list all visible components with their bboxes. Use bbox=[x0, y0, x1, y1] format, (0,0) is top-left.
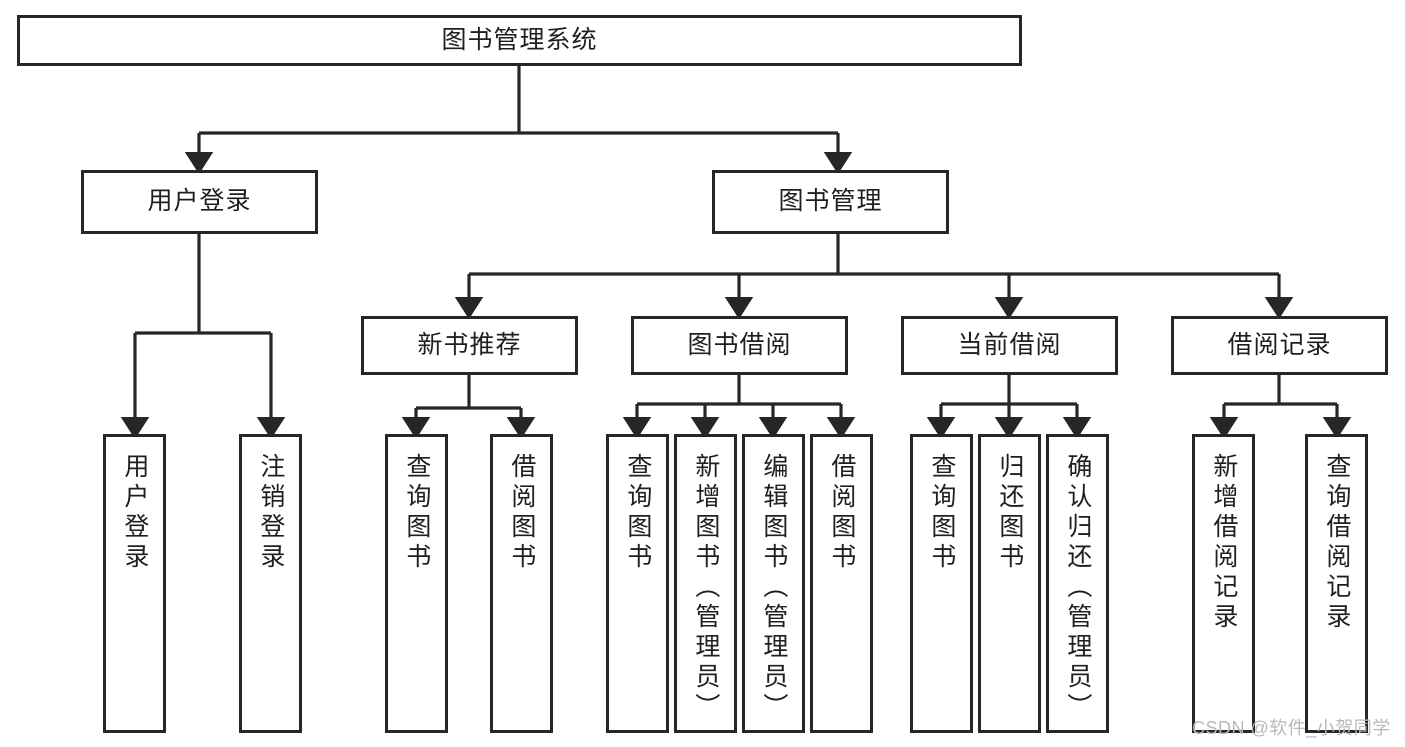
node-label: 借阅记录 bbox=[1227, 330, 1332, 359]
leaf-current-borrow-return-books[interactable]: 归还图书 bbox=[978, 434, 1041, 733]
leaf-book-borrow-borrow-books[interactable]: 借阅图书 bbox=[810, 434, 873, 733]
leaf-book-borrow-query-books[interactable]: 查询图书 bbox=[606, 434, 669, 733]
leaf-book-borrow-add-book-admin[interactable]: 新增图书（管理员） bbox=[674, 434, 737, 733]
node-label: 查询图书 bbox=[623, 453, 652, 573]
node-label: 图书管理 bbox=[778, 187, 883, 216]
leaf-new-book-query-books[interactable]: 查询图书 bbox=[385, 434, 448, 733]
node-label: 确认归还（管理员） bbox=[1063, 453, 1092, 723]
node-label: 用户登录 bbox=[120, 453, 149, 573]
node-user-login[interactable]: 用户登录 bbox=[81, 170, 318, 234]
node-label: 查询图书 bbox=[402, 453, 431, 573]
leaf-current-borrow-query-books[interactable]: 查询图书 bbox=[910, 434, 973, 733]
node-label: 用户登录 bbox=[147, 187, 252, 216]
leaf-book-borrow-edit-book-admin[interactable]: 编辑图书（管理员） bbox=[742, 434, 805, 733]
node-label: 借阅图书 bbox=[827, 453, 856, 573]
node-book-borrow[interactable]: 图书借阅 bbox=[631, 316, 848, 375]
node-label: 归还图书 bbox=[995, 453, 1024, 573]
leaf-borrow-records-query-record[interactable]: 查询借阅记录 bbox=[1305, 434, 1368, 733]
leaf-user-login-signin[interactable]: 用户登录 bbox=[103, 434, 166, 733]
node-current-borrow[interactable]: 当前借阅 bbox=[901, 316, 1118, 375]
node-book-management[interactable]: 图书管理 bbox=[712, 170, 949, 234]
node-label: 注销登录 bbox=[256, 453, 285, 573]
node-new-book-recommend[interactable]: 新书推荐 bbox=[361, 316, 578, 375]
node-label: 新书推荐 bbox=[417, 330, 522, 359]
node-label: 图书管理系统 bbox=[441, 25, 598, 54]
node-borrow-records[interactable]: 借阅记录 bbox=[1171, 316, 1388, 375]
csdn-watermark: CSDN @软件_小贺同学 bbox=[1192, 718, 1391, 738]
leaf-new-book-borrow-books[interactable]: 借阅图书 bbox=[490, 434, 553, 733]
node-label: 查询借阅记录 bbox=[1322, 453, 1351, 633]
node-label: 查询图书 bbox=[927, 453, 956, 573]
node-label: 当前借阅 bbox=[957, 330, 1062, 359]
leaf-borrow-records-add-record[interactable]: 新增借阅记录 bbox=[1192, 434, 1255, 733]
node-label: 新增图书（管理员） bbox=[691, 453, 720, 723]
node-label: 编辑图书（管理员） bbox=[759, 453, 788, 723]
node-label: 借阅图书 bbox=[507, 453, 536, 573]
node-root-book-management-system[interactable]: 图书管理系统 bbox=[17, 15, 1022, 66]
leaf-current-borrow-confirm-return-admin[interactable]: 确认归还（管理员） bbox=[1046, 434, 1109, 733]
leaf-user-login-signout[interactable]: 注销登录 bbox=[239, 434, 302, 733]
node-label: 图书借阅 bbox=[687, 330, 792, 359]
node-label: 新增借阅记录 bbox=[1209, 453, 1238, 633]
